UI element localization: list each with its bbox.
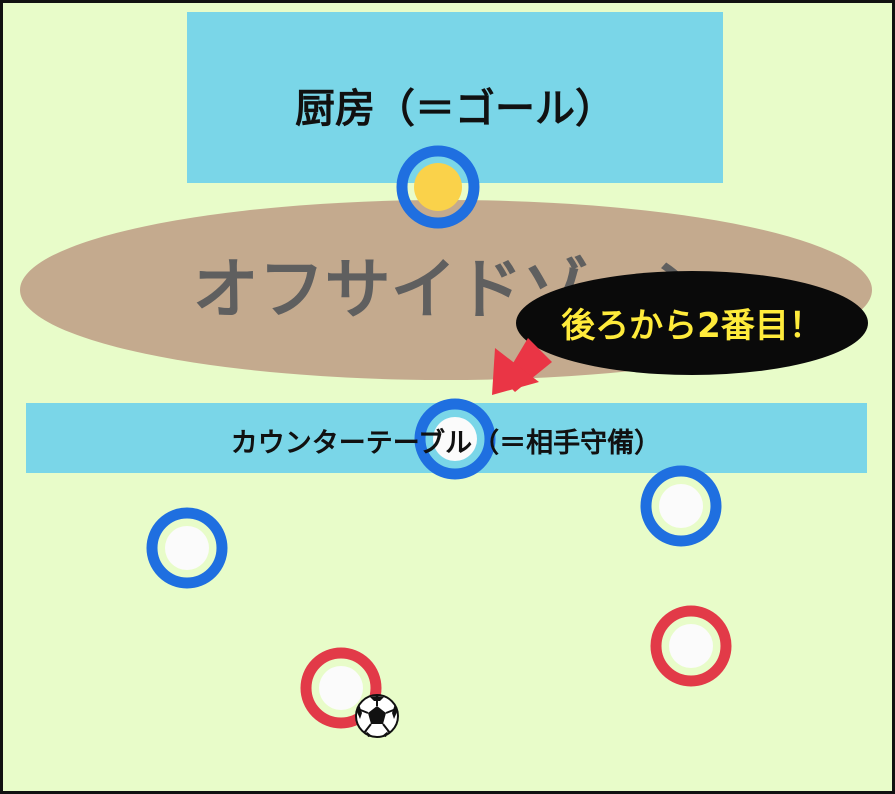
- defender-right: [659, 484, 703, 528]
- attacker-ball-carrier: [319, 666, 363, 710]
- counter-table-label: カウンターテーブル（＝相手守備）: [231, 427, 661, 459]
- second-last-defender-ring: [414, 398, 496, 480]
- attacker-ball-carrier-ring: [300, 647, 382, 729]
- goalkeeper-ring: [396, 145, 480, 229]
- arrow-icon: [492, 338, 552, 395]
- callout-bubble: [516, 271, 868, 375]
- callout-label: 後ろから2番目！: [561, 306, 823, 346]
- goal-label: 厨房（＝ゴール）: [295, 86, 615, 132]
- attacker-right: [669, 624, 713, 668]
- soccer-ball-icon: [355, 694, 399, 738]
- defender-left-ring: [146, 507, 228, 589]
- goalkeeper: [414, 163, 462, 211]
- defender-left: [165, 526, 209, 570]
- second-last-defender: [433, 417, 477, 461]
- defender-right-ring: [640, 465, 722, 547]
- attacker-right-ring: [650, 605, 732, 687]
